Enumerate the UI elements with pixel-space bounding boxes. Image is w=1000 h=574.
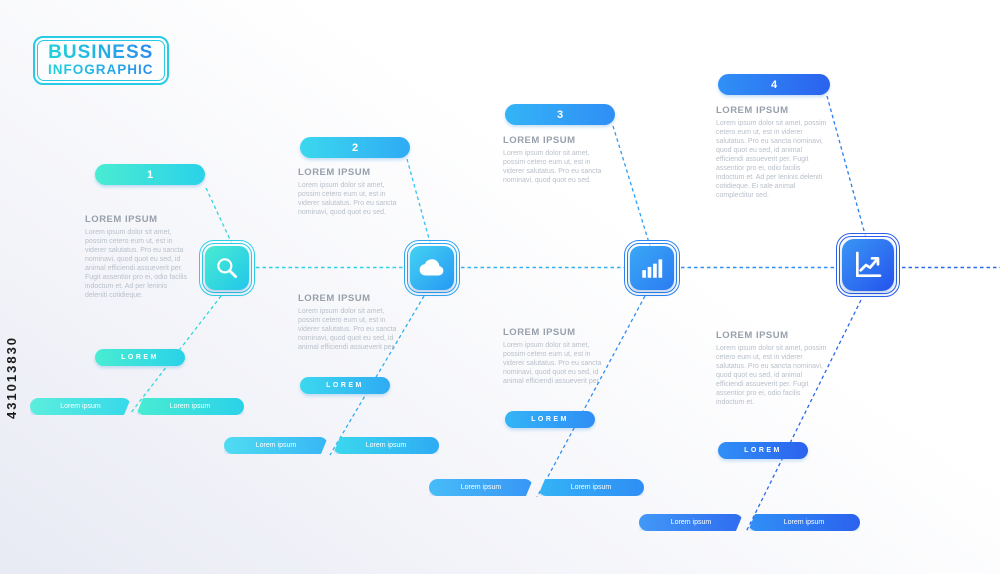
step-1-bottom-pill-right: Lorem ipsum — [136, 398, 244, 415]
step-3-number-pill: 3 — [505, 104, 615, 125]
step-1-diagonal-top — [205, 187, 234, 247]
bar-chart-icon — [630, 246, 674, 290]
step-4-body-bottom: Lorem ipsum dolor sit amet, possim ceter… — [716, 345, 827, 406]
line-chart-icon — [842, 239, 894, 291]
step-4-icon-ring — [839, 236, 897, 294]
step-4-diagonal-top — [826, 95, 867, 239]
cloud-icon — [410, 246, 454, 290]
step-1-icon-ring — [202, 243, 252, 293]
step-2-icon-ring — [407, 243, 457, 293]
step-3-title-bottom: LOREM IPSUM — [503, 327, 576, 338]
step-3-icon-frame — [624, 240, 680, 296]
step-3-body-bottom: Lorem ipsum dolor sit amet, possim ceter… — [503, 342, 602, 385]
step-2-body-bottom: Lorem ipsum dolor sit amet, possim ceter… — [298, 308, 397, 351]
logo-subtitle: INFOGRAPHIC — [48, 62, 154, 77]
step-2-number-pill: 2 — [300, 137, 410, 158]
step-2-bottom-pill-left: Lorem ipsum — [224, 437, 328, 454]
step-2-diagonal-top — [406, 158, 432, 247]
step-3-bottom-pill-left: Lorem ipsum — [429, 479, 533, 496]
step-1-bottom-pill-left: Lorem ipsum — [30, 398, 131, 415]
logo-inner-frame: BUSINESS INFOGRAPHIC — [37, 40, 165, 81]
step-4-icon-frame — [836, 233, 900, 297]
step-3-body-top: Lorem ipsum dolor sit amet, possim ceter… — [503, 150, 602, 184]
step-4-title-bottom: LOREM IPSUM — [716, 330, 789, 341]
step-4-title-top: LOREM IPSUM — [716, 105, 789, 116]
step-4-bottom-pill-right: Lorem ipsum — [748, 514, 860, 531]
step-3-bottom-pill-right: Lorem ipsum — [538, 479, 644, 496]
step-1-body: Lorem ipsum dolor sit amet, possim ceter… — [85, 229, 187, 299]
step-3-title-top: LOREM IPSUM — [503, 135, 576, 146]
step-1-title: LOREM IPSUM — [85, 214, 158, 225]
step-2-bottom-pill-right: Lorem ipsum — [333, 437, 439, 454]
watermark-number: 431013830 — [4, 335, 20, 420]
step-2-label-pill: LOREM — [300, 377, 390, 394]
step-4-body-top: Lorem ipsum dolor sit amet, possim ceter… — [716, 120, 827, 199]
step-1-number-pill: 1 — [95, 164, 205, 185]
step-1-label-pill: LOREM — [95, 349, 185, 366]
logo-badge: BUSINESS INFOGRAPHIC — [33, 36, 169, 85]
logo-title: BUSINESS — [48, 42, 154, 63]
step-4-bottom-pill-left: Lorem ipsum — [639, 514, 743, 531]
step-2-title-top: LOREM IPSUM — [298, 167, 371, 178]
step-3-icon-ring — [627, 243, 677, 293]
step-2-body-top: Lorem ipsum dolor sit amet, possim ceter… — [298, 182, 397, 216]
step-4-label-pill: LOREM — [718, 442, 808, 459]
step-4-number-pill: 4 — [718, 74, 830, 95]
step-3-label-pill: LOREM — [505, 411, 595, 428]
step-3-diagonal-top — [612, 125, 651, 247]
step-2-icon-frame — [404, 240, 460, 296]
step-2-title-bottom: LOREM IPSUM — [298, 293, 371, 304]
search-icon — [205, 246, 249, 290]
step-1-icon-frame — [199, 240, 255, 296]
